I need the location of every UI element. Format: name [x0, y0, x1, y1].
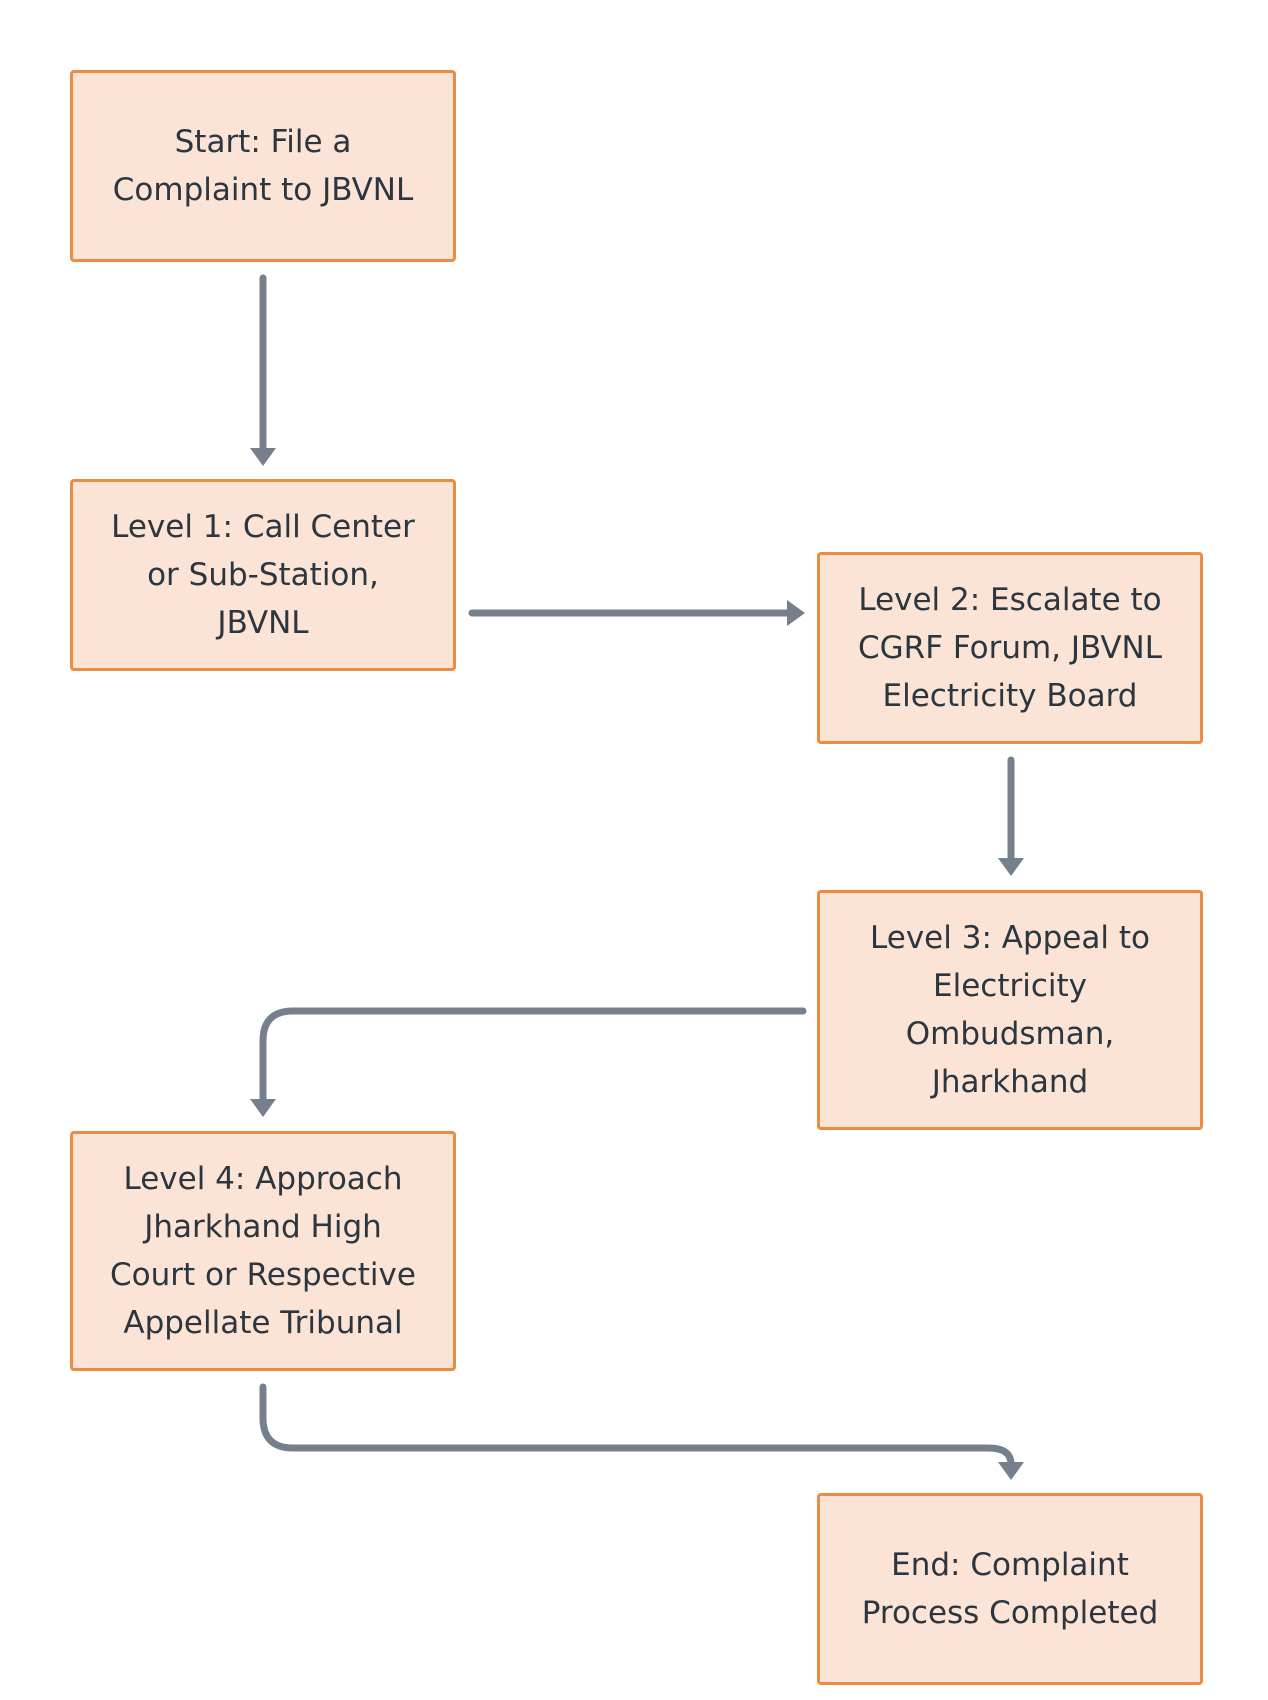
node-level1-label: Level 1: Call Center or Sub-Station, JBV…: [111, 509, 415, 641]
edge-level4-to-end-head: [998, 1462, 1024, 1480]
edge-start-to-level1-head: [250, 448, 276, 466]
edge-level3-to-level4: [259, 1007, 807, 1106]
node-start: Start: File a Complaint to JBVNL: [70, 70, 456, 262]
node-start-label: Start: File a Complaint to JBVNL: [112, 124, 414, 208]
edge-level3-to-level4-head: [250, 1099, 276, 1117]
node-level4-label: Level 4: Approach Jharkhand High Court o…: [110, 1161, 416, 1341]
edge-level2-to-level3-head: [998, 858, 1024, 876]
edge-level4-to-end: [259, 1383, 1015, 1468]
node-level4: Level 4: Approach Jharkhand High Court o…: [70, 1131, 456, 1371]
node-level2: Level 2: Escalate to CGRF Forum, JBVNL E…: [817, 552, 1203, 744]
node-level1: Level 1: Call Center or Sub-Station, JBV…: [70, 479, 456, 671]
edge-level1-to-level2-head: [787, 600, 805, 626]
node-end-label: End: Complaint Process Completed: [861, 1547, 1159, 1631]
node-level2-label: Level 2: Escalate to CGRF Forum, JBVNL E…: [857, 582, 1162, 714]
node-level3-label: Level 3: Appeal to Electricity Ombudsman…: [870, 920, 1150, 1100]
node-level3: Level 3: Appeal to Electricity Ombudsman…: [817, 890, 1203, 1130]
node-end: End: Complaint Process Completed: [817, 1493, 1203, 1685]
